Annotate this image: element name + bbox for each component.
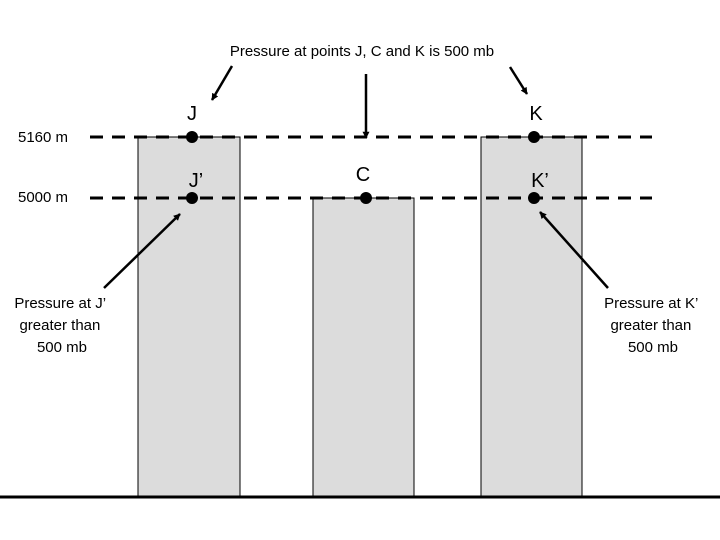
left-note-line-1: Pressure at J’ bbox=[14, 295, 105, 312]
point-j-label: J bbox=[187, 103, 197, 125]
lower-height-label: 5000 m bbox=[18, 189, 68, 206]
point-j-dot bbox=[186, 131, 198, 143]
arrow-title-to-j bbox=[210, 65, 234, 101]
point-c-dot bbox=[360, 192, 372, 204]
left-note: Pressure at J’ greater than 500 mb bbox=[14, 295, 109, 356]
point-j-prime-label: J’ bbox=[189, 170, 203, 192]
point-k-prime-label: K’ bbox=[531, 170, 549, 192]
point-c-label: C bbox=[356, 164, 370, 186]
right-note-line-2: greater than bbox=[610, 317, 691, 334]
left-note-line-2: greater than bbox=[19, 317, 100, 334]
point-k-label: K bbox=[529, 103, 543, 125]
point-k-prime-dot bbox=[528, 192, 540, 204]
right-note: Pressure at K’ greater than 500 mb bbox=[604, 295, 702, 356]
arrow-title-to-k bbox=[508, 66, 529, 95]
left-note-line-3: 500 mb bbox=[37, 339, 87, 356]
arrow-note-to-j-prime bbox=[103, 213, 181, 289]
right-note-line-3: 500 mb bbox=[628, 339, 678, 356]
column-center bbox=[312, 197, 415, 498]
point-j-prime-dot bbox=[186, 192, 198, 204]
upper-height-label: 5160 m bbox=[18, 129, 68, 146]
point-k-dot bbox=[528, 131, 540, 143]
diagram-title: Pressure at points J, C and K is 500 mb bbox=[230, 43, 494, 60]
arrow-note-to-k-prime bbox=[539, 211, 609, 289]
right-note-line-1: Pressure at K’ bbox=[604, 295, 698, 312]
